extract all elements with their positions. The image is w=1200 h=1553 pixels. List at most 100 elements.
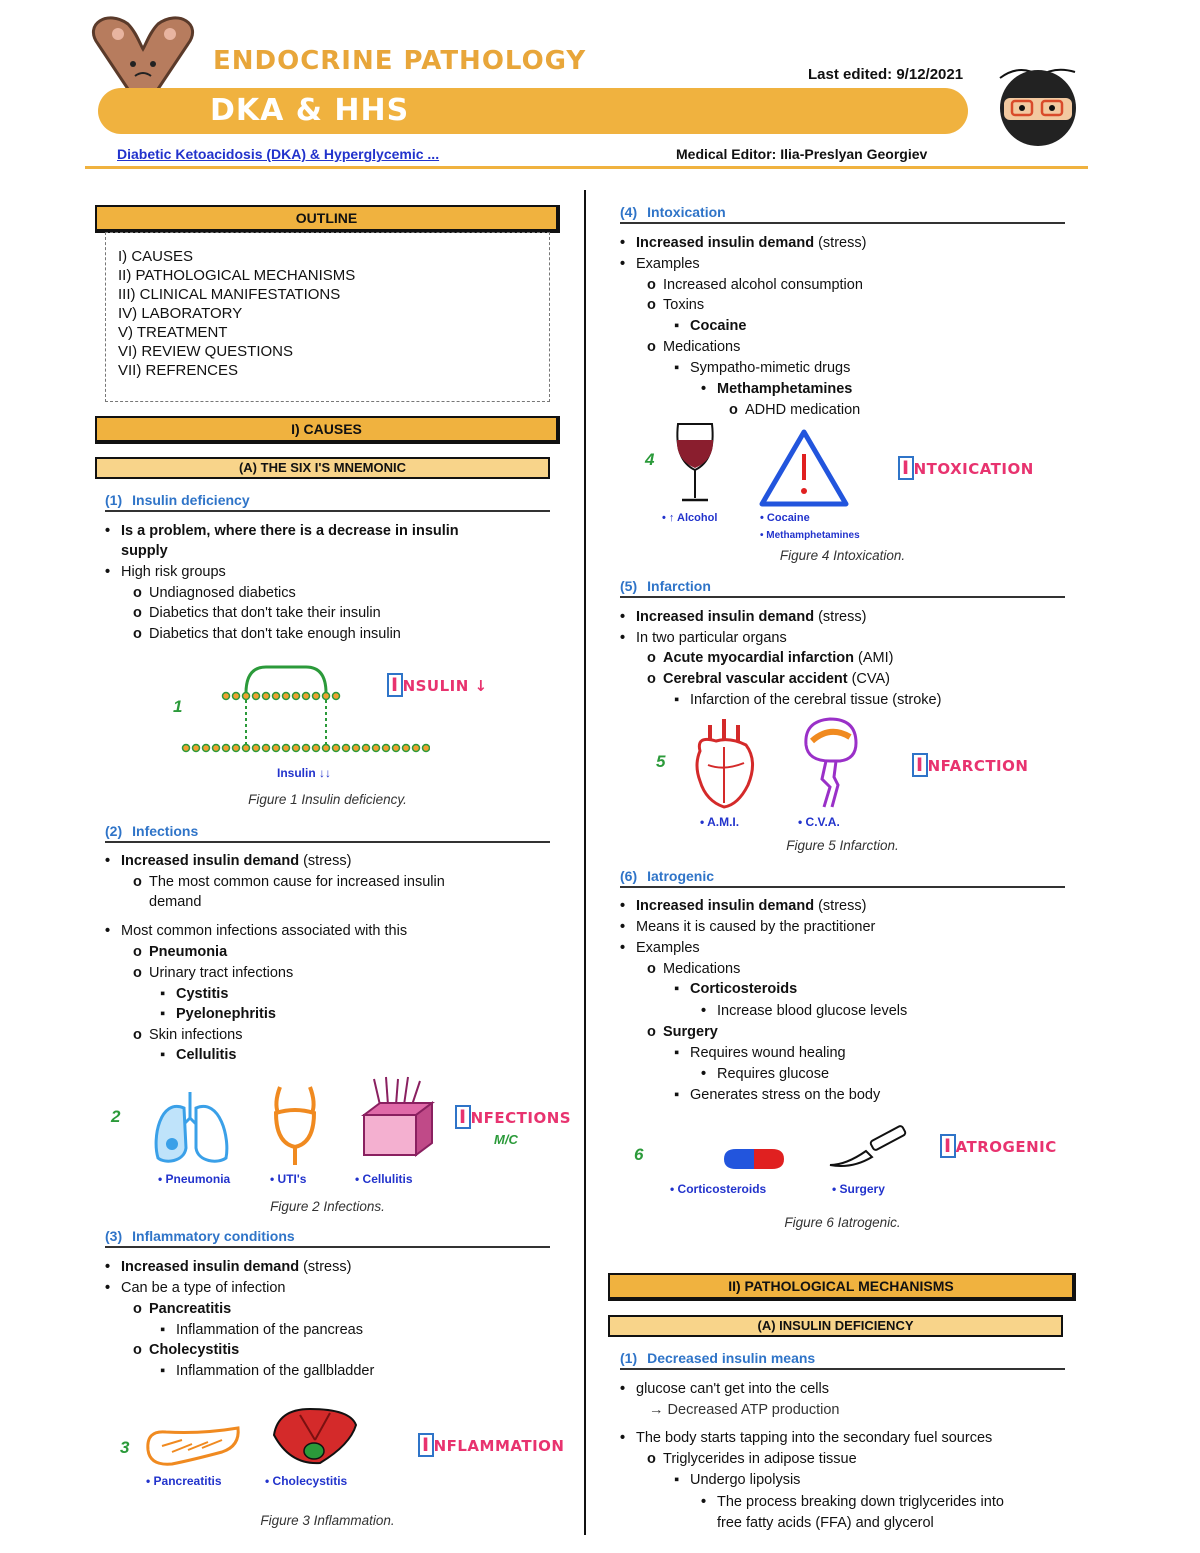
heart-icon (695, 719, 754, 809)
bullet-line: ▪Corticosteroids (674, 981, 798, 997)
outline-item[interactable]: V) TREATMENT (118, 324, 228, 341)
bullet-line: •Increased insulin demand (stress) (105, 1259, 352, 1275)
heading-infarction: (5)Infarction (620, 578, 1065, 598)
figure-2-label: • UTI's (270, 1172, 307, 1186)
header-divider (85, 166, 1088, 169)
medical-editor: Medical Editor: Ilia-Preslyan Georgiev (676, 146, 928, 162)
figure-2-label: • Cellulitis (355, 1172, 413, 1186)
figure-2-subnote: M/C (494, 1132, 518, 1147)
outline-item[interactable]: VI) REVIEW QUESTIONS (118, 343, 294, 360)
heading-insulin-deficiency: (1)Insulin deficiency (105, 492, 550, 512)
heading-intoxication: (4)Intoxication (620, 204, 1065, 224)
outline-item[interactable]: II) PATHOLOGICAL MECHANISMS (118, 267, 356, 284)
figure-number: 5 (656, 752, 666, 771)
figure-number: 4 (645, 450, 655, 469)
bullet-line: •Examples (620, 256, 700, 272)
source-link[interactable]: Diabetic Ketoacidosis (DKA) & Hyperglyce… (117, 146, 440, 162)
outline-item[interactable]: I) CAUSES (118, 248, 194, 265)
outline-item[interactable]: IV) LABORATORY (118, 305, 243, 322)
header-title-bar (98, 88, 968, 134)
figure-number: 1 (173, 697, 183, 716)
heading-decreased-insulin: (1)Decreased insulin means (620, 1350, 1065, 1370)
bullet-line: •Increased insulin demand (stress) (620, 235, 867, 251)
bullet-line: •Means it is caused by the practitioner (620, 919, 876, 935)
bullet-line: ▪Cellulitis (160, 1047, 237, 1063)
page-title: DKA & HHS (210, 93, 410, 128)
bullet-line: •Examples (620, 940, 700, 956)
bullet-line: ▪Requires wound healing (674, 1045, 846, 1061)
bullet-line: ▪Infarction of the cerebral tissue (stro… (674, 692, 942, 708)
outline-heading: OUTLINE (95, 205, 560, 233)
bullet-line: ▪Generates stress on the body (674, 1087, 881, 1103)
brain-icon (804, 717, 858, 808)
figure-number: 6 (634, 1145, 644, 1164)
bullet-line: ▪Cystitis (160, 986, 229, 1002)
bullet-line: ▪Inflammation of the gallbladder (160, 1363, 375, 1379)
figure-5-label: • A.M.I. (700, 815, 740, 829)
figure-caption: Figure 2 Infections. (270, 1199, 385, 1214)
figure-4-label: • ↑ Alcohol (662, 512, 718, 524)
outline-item[interactable]: VII) REFRENCES (118, 362, 239, 379)
figure-3-label: • Cholecystitis (265, 1474, 348, 1488)
figure-4-label: • Methamphetamines (760, 530, 860, 541)
bullet-line: •Increased insulin demand (stress) (620, 898, 867, 914)
outline-item[interactable]: III) CLINICAL MANIFESTATIONS (118, 286, 341, 303)
bullet-line: •The process breaking down triglycerides… (701, 1494, 1004, 1510)
bullet-line: •In two particular organs (620, 630, 787, 646)
warning-triangle-icon (759, 429, 849, 507)
scalpel-icon (829, 1125, 907, 1167)
figure-1-label: Insulin ↓↓ (277, 766, 331, 780)
figure-number: 3 (120, 1438, 130, 1457)
column-divider (584, 190, 586, 1535)
wine-glass-icon (676, 423, 714, 502)
cell-membrane-illustration (181, 665, 430, 753)
figure-4-label: • Cocaine (760, 512, 810, 524)
pancreas-icon (146, 1426, 240, 1466)
bullet-line: free fatty acids (FFA) and glycerol (717, 1515, 934, 1531)
figure-caption: Figure 1 Insulin deficiency. (248, 792, 407, 807)
bullet-line: •Increased insulin demand (stress) (105, 853, 352, 869)
heading-infections: (2)Infections (105, 823, 550, 843)
bullet-line: •Increased insulin demand (stress) (620, 609, 867, 625)
bullet-line: ▪Undergo lipolysis (674, 1472, 801, 1488)
figure-caption: Figure 5 Infarction. (786, 838, 899, 853)
figure-2-label: • Pneumonia (158, 1172, 231, 1186)
subsection-heading-insulin-deficiency: (A) INSULIN DEFICIENCY (608, 1315, 1063, 1337)
figure-number: 2 (111, 1107, 121, 1126)
pill-icon (724, 1149, 784, 1169)
section-heading-mechanisms: II) PATHOLOGICAL MECHANISMS (608, 1273, 1076, 1301)
bullet-line: ▪Pyelonephritis (160, 1006, 276, 1022)
bullet-line: supply (121, 543, 168, 559)
figure-3-label: • Pancreatitis (146, 1474, 222, 1488)
lungs-icon (154, 1092, 229, 1163)
heading-inflammatory-conditions: (3)Inflammatory conditions (105, 1228, 550, 1248)
bullet-line: demand (149, 894, 202, 910)
bullet-line: •Most common infections associated with … (105, 923, 408, 939)
bullet-line: •glucose can't get into the cells (620, 1381, 829, 1397)
figure-caption: Figure 4 Intoxication. (779, 548, 906, 563)
bullet-line: •Can be a type of infection (105, 1280, 286, 1296)
figure-6-label: • Corticosteroids (670, 1182, 767, 1196)
